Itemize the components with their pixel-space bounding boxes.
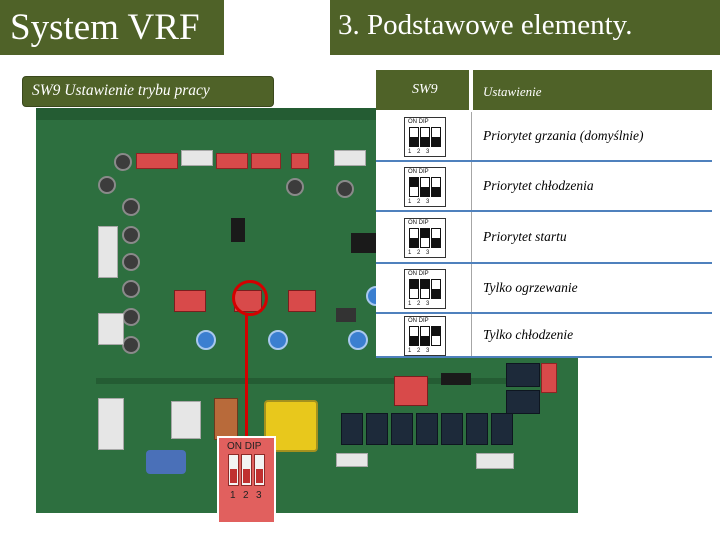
column-divider: [471, 112, 472, 162]
dip-switch-2: [241, 454, 252, 486]
diagram-switch-2: [420, 279, 430, 299]
dip-number-3: 3: [256, 490, 262, 501]
diagram-switch-2: [420, 228, 430, 248]
diagram-switch-knob: [410, 137, 418, 146]
diagram-switch-knob: [432, 327, 440, 336]
table-row: ON DIP 1 2 3 Tylko chłodzenie: [376, 314, 712, 358]
diagram-switch-2: [420, 326, 430, 346]
row-separator: [376, 262, 712, 264]
table-row: ON DIP 1 2 3 Priorytet chłodzenia: [376, 162, 712, 212]
column-divider: [471, 162, 472, 212]
dip-zoom-label: ON DIP: [227, 441, 262, 452]
table-row: ON DIP 1 2 3 Tylko ogrzewanie: [376, 264, 712, 314]
title-bar-right: 3. Podstawowe elementy.: [330, 0, 720, 55]
diagram-switch-knob: [410, 280, 418, 289]
row-setting-label: Priorytet grzania (domyślnie): [483, 128, 644, 143]
row-setting-label: Priorytet chłodzenia: [483, 178, 594, 193]
sw9-highlight-circle: [232, 280, 268, 316]
dip-number-1: 1: [230, 490, 236, 501]
diagram-switch-knob: [421, 229, 429, 238]
row-setting-label: Tylko chłodzenie: [483, 327, 574, 342]
diagram-switch-2: [420, 127, 430, 147]
diagram-switch-1: [409, 127, 419, 147]
diagram-switch-3: [431, 127, 441, 147]
diagram-switch-1: [409, 326, 419, 346]
header-sw9-label: SW9: [412, 82, 438, 97]
column-divider: [471, 264, 472, 314]
subtitle-text: SW9 Ustawienie trybu pracy: [32, 82, 210, 99]
diagram-on-dip-label: ON DIP: [408, 169, 429, 175]
diagram-switch-numbers: 1 2 3: [408, 348, 432, 354]
row-setting-label: Tylko ogrzewanie: [483, 280, 578, 295]
table-row: ON DIP 1 2 3 Priorytet startu: [376, 212, 712, 264]
column-divider: [471, 212, 472, 264]
diagram-on-dip-label: ON DIP: [408, 271, 429, 277]
diagram-switch-knob: [432, 238, 440, 247]
row-setting-label: Priorytet startu: [483, 229, 567, 244]
diagram-switch-knob: [432, 137, 440, 146]
diagram-switch-numbers: 1 2 3: [408, 149, 432, 155]
diagram-switch-knob: [421, 137, 429, 146]
sw9-zoom-image: ON DIP 1 2 3: [217, 436, 276, 524]
diagram-switch-1: [409, 279, 419, 299]
diagram-switch-1: [409, 228, 419, 248]
diagram-switch-numbers: 1 2 3: [408, 250, 432, 256]
diagram-switch-numbers: 1 2 3: [408, 199, 432, 205]
diagram-switch-3: [431, 228, 441, 248]
table-header-sw9: SW9: [376, 70, 471, 110]
dip-switch-diagram: ON DIP 1 2 3: [404, 167, 446, 207]
sw9-settings-table: SW9 Ustawienie ON DIP 1 2 3 Priorytet grza…: [376, 70, 712, 358]
section-title: 3. Podstawowe elementy.: [338, 9, 633, 41]
diagram-switch-2: [420, 177, 430, 197]
diagram-switch-3: [431, 279, 441, 299]
dip-switch-diagram: ON DIP 1 2 3: [404, 218, 446, 258]
diagram-switch-knob: [421, 280, 429, 289]
row-separator: [376, 160, 712, 162]
row-separator: [376, 356, 712, 358]
row-separator: [376, 312, 712, 314]
diagram-switch-knob: [410, 336, 418, 345]
diagram-on-dip-label: ON DIP: [408, 318, 429, 324]
dip-switch-diagram: ON DIP 1 2 3: [404, 117, 446, 157]
diagram-switch-3: [431, 326, 441, 346]
diagram-switch-knob: [410, 238, 418, 247]
row-separator: [376, 210, 712, 212]
diagram-switch-knob: [421, 336, 429, 345]
dip-switch-1: [228, 454, 239, 486]
dip-switch-3: [254, 454, 265, 486]
diagram-switch-knob: [410, 178, 418, 187]
diagram-switch-knob: [432, 187, 440, 196]
diagram-on-dip-label: ON DIP: [408, 119, 429, 125]
title-bar-left: System VRF: [0, 0, 224, 55]
diagram-switch-knob: [421, 187, 429, 196]
header-setting-label: Ustawienie: [483, 84, 542, 99]
table-row: ON DIP 1 2 3 Priorytet grzania (domyślnie): [376, 112, 712, 162]
dip-switch-diagram: ON DIP 1 2 3: [404, 316, 446, 356]
diagram-switch-3: [431, 177, 441, 197]
column-divider: [471, 314, 472, 358]
table-header-setting: Ustawienie: [473, 70, 712, 110]
dip-switch-diagram: ON DIP 1 2 3: [404, 269, 446, 309]
page-title: System VRF: [10, 7, 200, 48]
diagram-switch-knob: [432, 289, 440, 298]
subtitle-box: SW9 Ustawienie trybu pracy: [22, 76, 274, 107]
sw9-pointer-line: [245, 313, 248, 440]
diagram-switch-1: [409, 177, 419, 197]
diagram-switch-numbers: 1 2 3: [408, 301, 432, 307]
dip-number-2: 2: [243, 490, 249, 501]
diagram-on-dip-label: ON DIP: [408, 220, 429, 226]
